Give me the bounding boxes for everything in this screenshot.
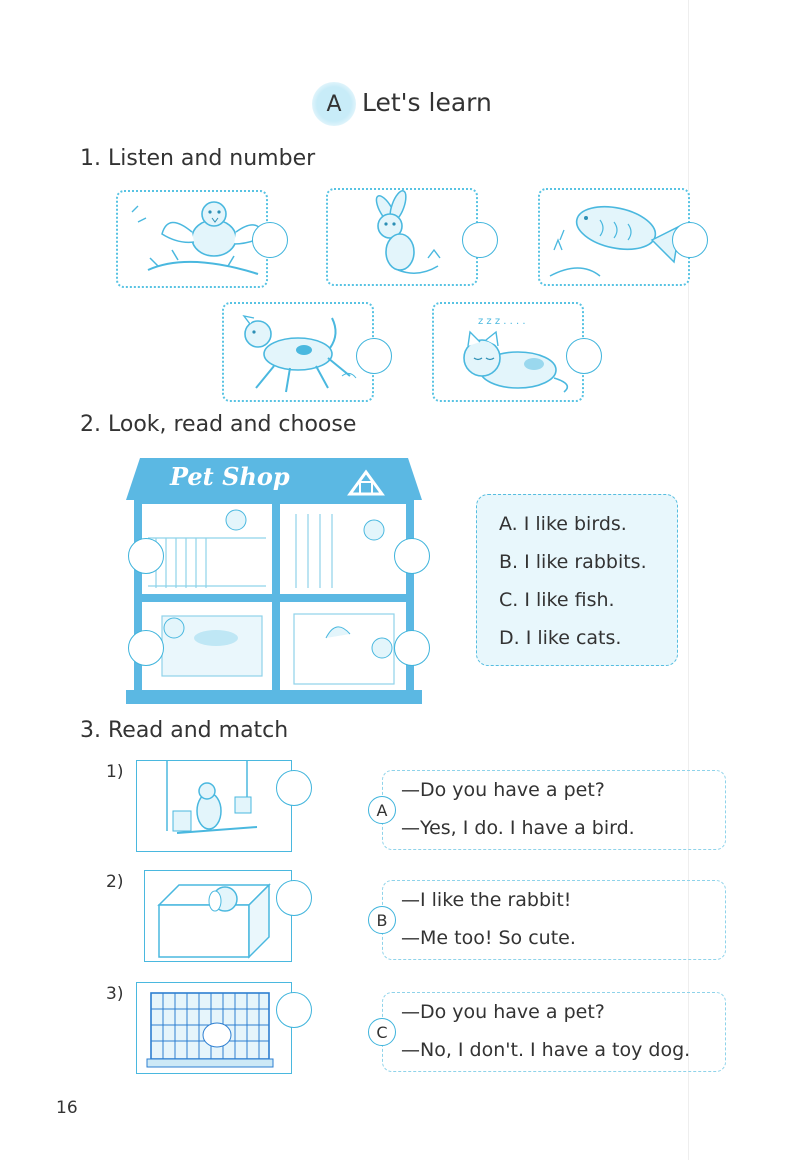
pet-shop-illustration: Pet Shop (126, 458, 430, 706)
cat-icon (463, 330, 569, 393)
dog-in-box-icon (157, 883, 271, 959)
section3-heading: 3. Read and match (80, 718, 289, 743)
answer-circle[interactable] (128, 538, 164, 574)
answer-circle[interactable] (462, 222, 498, 258)
shop-building-icon (126, 458, 422, 704)
answer-circle[interactable] (252, 222, 288, 258)
item-number: 2) (106, 872, 124, 892)
picture-card-rabbit (326, 188, 498, 286)
picture-birdcage (136, 760, 292, 852)
section1-heading: 1. Listen and number (80, 146, 316, 171)
answer-circle[interactable] (394, 538, 430, 574)
item-number: 1) (106, 762, 124, 782)
dialogue-line: —No, I don't. I have a toy dog. (401, 1039, 691, 1061)
picture-dog-in-box (144, 870, 292, 962)
dialogue-letter-a[interactable]: A (368, 796, 396, 824)
dialogue-box-b: —I like the rabbit! —Me too! So cute. (382, 880, 726, 960)
fish-icon (549, 205, 681, 277)
dialogue-letter-b[interactable]: B (368, 906, 396, 934)
dialogue-line: —Yes, I do. I have a bird. (401, 817, 635, 839)
dialogue-line: —Do you have a pet? (401, 779, 605, 801)
dialogue-box-a: —Do you have a pet? —Yes, I do. I have a… (382, 770, 726, 850)
page-title: Let's learn (362, 88, 492, 117)
rabbit-cage-icon (146, 992, 274, 1068)
dialogue-line: —Me too! So cute. (401, 927, 576, 949)
item-number: 3) (106, 984, 124, 1004)
margin-line (688, 0, 689, 1160)
answer-circle[interactable] (276, 880, 312, 916)
rabbit-icon (375, 190, 441, 274)
answer-circle[interactable] (276, 770, 312, 806)
dog-icon (242, 314, 357, 393)
section-badge: A (312, 82, 356, 126)
answer-circle[interactable] (566, 338, 602, 374)
dialogue-line: —I like the rabbit! (401, 889, 572, 911)
bird-icon (131, 201, 265, 275)
dialogue-line: —Do you have a pet? (401, 1001, 605, 1023)
picture-card-fish (538, 188, 708, 286)
answer-circle[interactable] (276, 992, 312, 1028)
section2-heading: 2. Look, read and choose (80, 412, 357, 437)
dialogue-box-c: —Do you have a pet? —No, I don't. I have… (382, 992, 726, 1072)
choice-d: D. I like cats. (499, 627, 622, 649)
page-number: 16 (56, 1098, 78, 1118)
dialogue-letter-c[interactable]: C (368, 1018, 396, 1046)
choice-b: B. I like rabbits. (499, 551, 647, 573)
picture-card-cat: z z z . . . . (432, 302, 602, 402)
answer-circle[interactable] (128, 630, 164, 666)
shop-sign: Pet Shop (170, 462, 290, 491)
answer-circle[interactable] (672, 222, 708, 258)
picture-rabbit-cage (136, 982, 292, 1074)
answer-circle[interactable] (356, 338, 392, 374)
choices-box: A. I like birds. B. I like rabbits. C. I… (476, 494, 678, 666)
choice-a: A. I like birds. (499, 513, 627, 535)
picture-card-bird (116, 190, 288, 288)
choice-c: C. I like fish. (499, 589, 615, 611)
sleep-text: z z z . . . . (478, 316, 526, 327)
birdcage-icon (166, 761, 258, 834)
answer-circle[interactable] (394, 630, 430, 666)
picture-card-dog (222, 302, 392, 402)
